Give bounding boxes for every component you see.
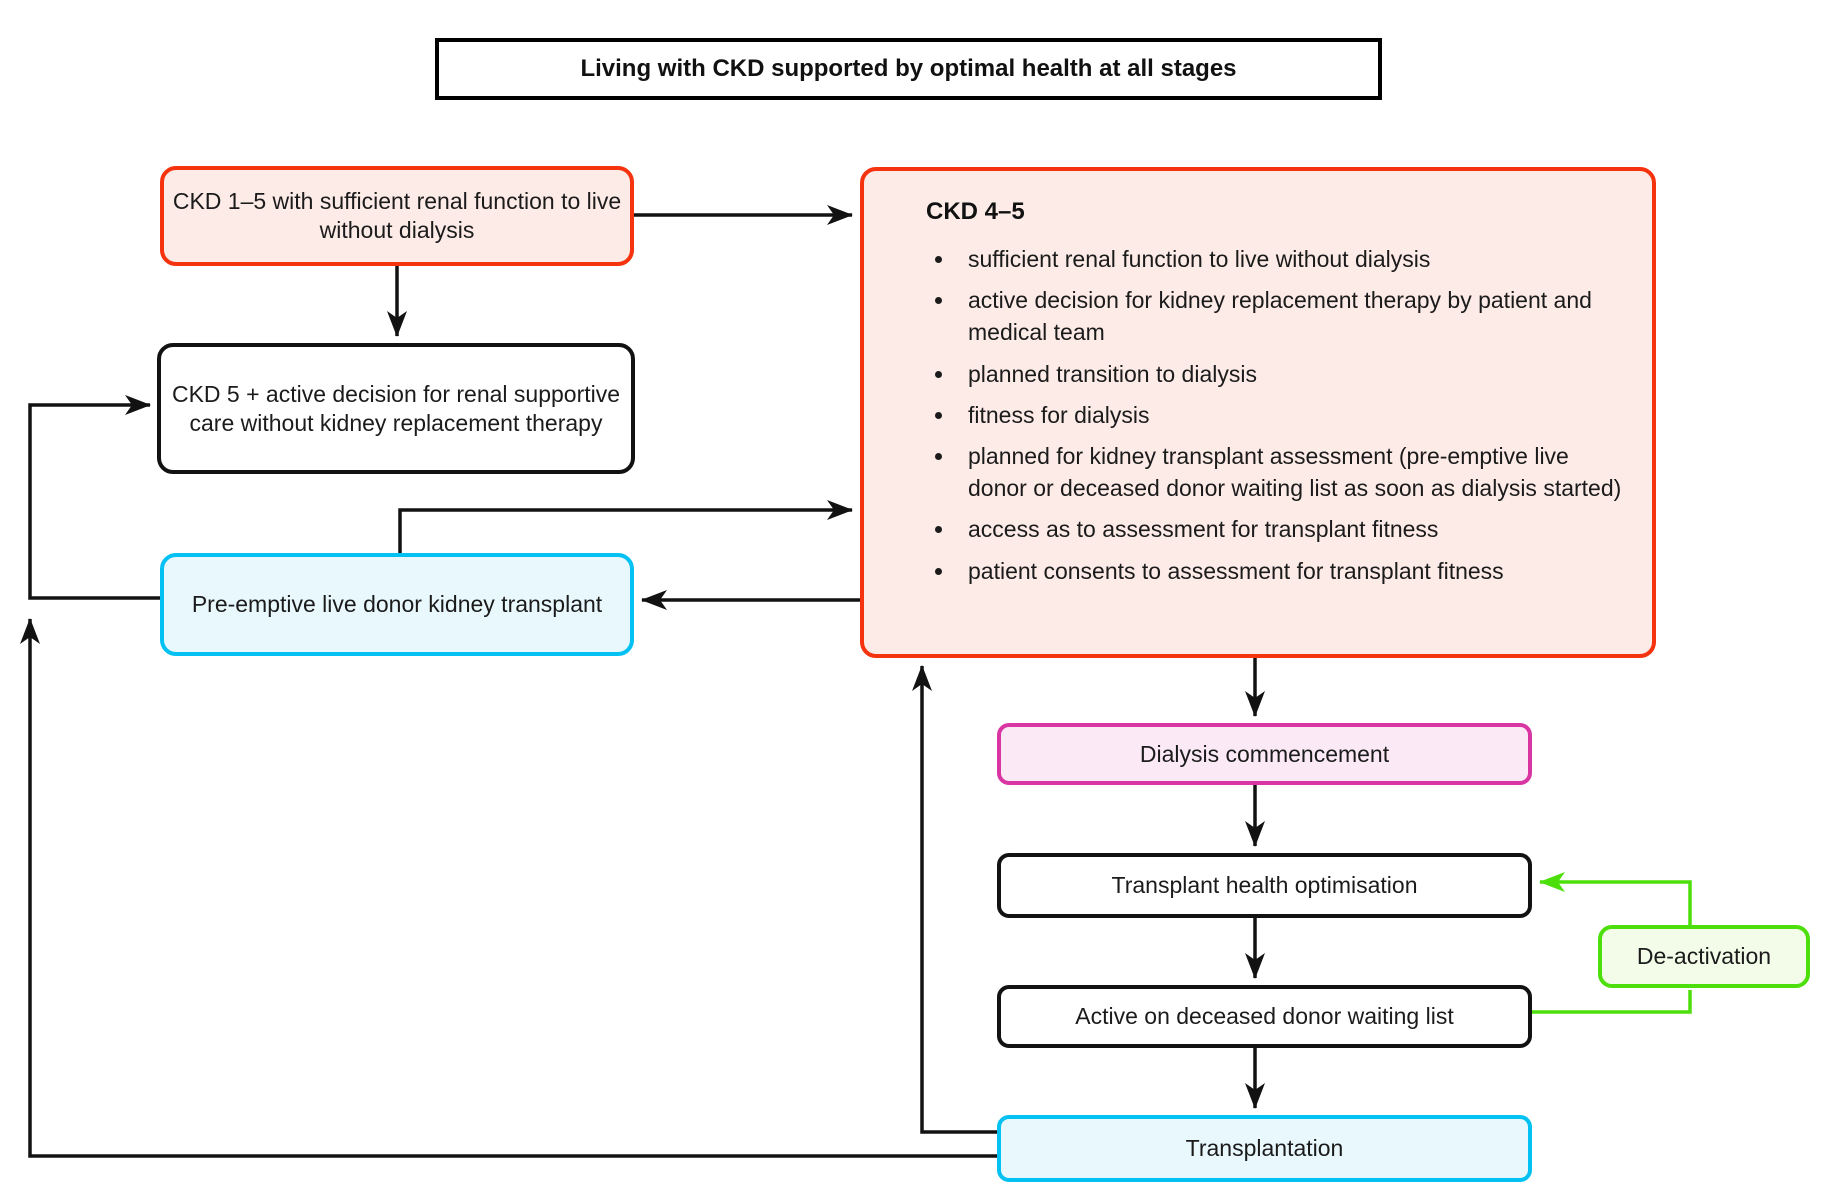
node-ckd15-label: CKD 1–5 with sufficient renal function t… [172,188,622,243]
node-ckd15: CKD 1–5 with sufficient renal function t… [160,166,634,266]
line-waitlist-to-deactivation [1532,990,1692,1014]
node-dialysis-label: Dialysis commencement [1139,740,1390,767]
node-transplantation: Transplantation [997,1115,1532,1182]
arrow-transplantation-to-ckd45 [912,665,997,1134]
bullet-item: fitness for dialysis [956,399,1622,431]
node-preemptive-transplant: Pre-emptive live donor kidney transplant [160,553,634,656]
node-ckd45: CKD 4–5 sufficient renal function to liv… [860,167,1656,658]
arrow-transplantation-left-loop [20,618,997,1158]
bullet-item: patient consents to assessment for trans… [956,555,1622,587]
node-active-waiting-list: Active on deceased donor waiting list [997,985,1532,1048]
bullet-item: active decision for kidney replacement t… [956,284,1622,348]
bullet-item: planned for kidney transplant assessment… [956,440,1622,504]
node-deactivation-label: De-activation [1636,943,1772,970]
node-ckd45-bullet-list: sufficient renal function to live withou… [926,243,1622,587]
node-waitlist-label: Active on deceased donor waiting list [1075,1003,1454,1030]
arrow-preemptive-to-ckd5-loop [28,395,160,600]
bullet-item: sufficient renal function to live withou… [956,243,1622,275]
node-preemptive-label: Pre-emptive live donor kidney transplant [191,591,603,618]
node-optimisation-label: Transplant health optimisation [1111,872,1418,899]
node-deactivation: De-activation [1598,925,1810,988]
bullet-item: planned transition to dialysis [956,358,1622,390]
node-ckd5-supportive-care: CKD 5 + active decision for renal suppor… [157,343,635,474]
arrow-deactivation-to-optimisation [1539,872,1692,925]
node-ckd5-label: CKD 5 + active decision for renal suppor… [171,380,621,436]
diagram-title: Living with CKD supported by optimal hea… [435,38,1382,100]
bullet-item: access as to assessment for transplant f… [956,513,1622,545]
diagram-title-text: Living with CKD supported by optimal hea… [580,55,1237,82]
node-transplantation-label: Transplantation [1185,1135,1344,1162]
node-dialysis-commencement: Dialysis commencement [997,723,1532,785]
node-ckd45-heading: CKD 4–5 [926,198,1025,225]
node-transplant-health-optimisation: Transplant health optimisation [997,853,1532,918]
arrow-preemptive-to-ckd45 [398,500,853,553]
